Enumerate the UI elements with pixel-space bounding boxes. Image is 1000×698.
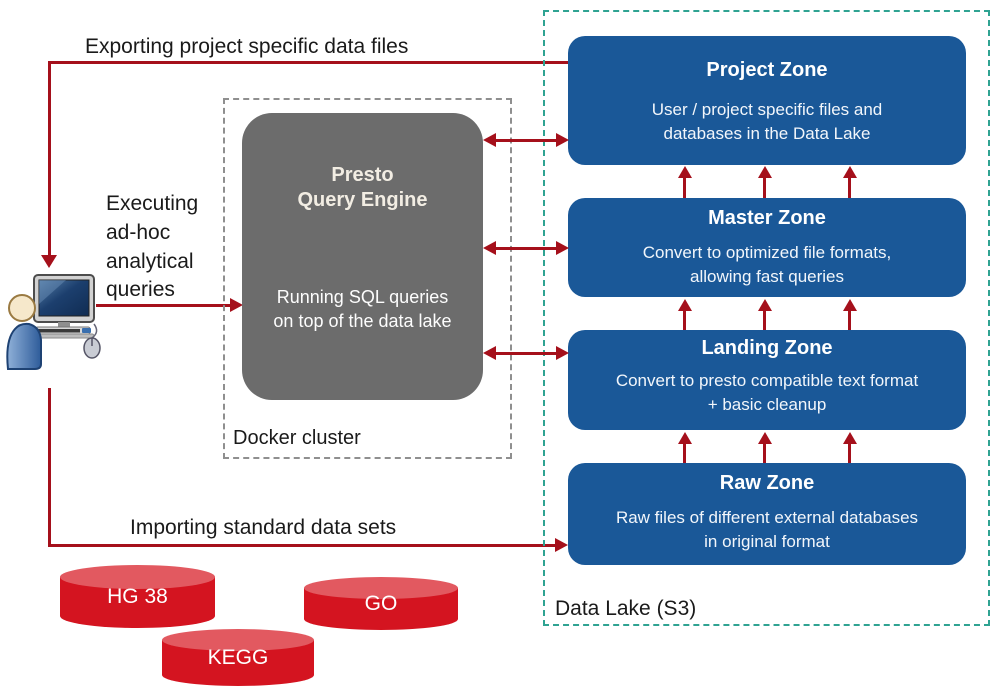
arrow-landing-to-master-3 [842,299,857,330]
arrow-raw-to-landing-3 [842,432,857,463]
importing-line-horizontal [48,544,556,547]
exporting-line-horizontal [48,61,570,64]
zone-project-description: User / project specific files and databa… [651,100,883,144]
exporting-line-vertical [48,61,51,255]
zone-master-description: Convert to optimized file formats, allow… [642,243,892,287]
zone-master: Master Zone Convert to optimized file fo… [568,198,966,297]
zone-master-title: Master Zone [708,207,826,229]
arrow-presto-project [483,132,569,148]
presto-title-line1: Presto [331,164,394,186]
presto-title-line2: Query Engine [297,189,428,211]
dataset-cylinder-go: GO [304,577,458,630]
user-at-computer-icon [4,274,104,372]
arrow-master-to-project-1 [677,166,692,198]
executing-arrowhead-right [230,298,243,312]
zone-raw-description: Raw files of different external database… [615,508,919,552]
zone-landing-description: Convert to presto compatible text format… [615,371,919,415]
docker-cluster-label: Docker cluster [233,427,361,449]
dataset-label: GO [364,592,398,615]
presto-query-engine-box: Presto Query Engine Running SQL queries … [242,113,483,400]
dataset-cylinder-kegg: KEGG [162,629,314,686]
database-cylinder-icon [162,629,314,686]
executing-label: Executing ad-hoc analytical queries [106,192,199,302]
arrow-raw-to-landing-1 [677,432,692,463]
dataset-label: KEGG [207,646,269,669]
zone-project: Project Zone User / project specific fil… [568,36,966,165]
presto-description: Running SQL queries on top of the data l… [242,285,483,334]
data-lake-label: Data Lake (S3) [555,597,697,620]
exporting-arrowhead-down [41,255,57,268]
database-cylinder-icon [304,577,458,630]
exporting-label: Exporting project specific data files [85,35,409,58]
zone-landing-title: Landing Zone [701,337,833,359]
dataset-label: HG 38 [107,585,168,608]
zone-raw: Raw Zone Raw files of different external… [568,463,966,565]
database-cylinder-icon [60,565,215,628]
presto-title: Presto Query Engine [242,163,483,213]
arrow-presto-landing [483,345,569,361]
executing-line [96,304,232,307]
dataset-cylinder-hg38: HG 38 [60,565,215,628]
importing-label: Importing standard data sets [130,516,397,539]
arrow-master-to-project-2 [757,166,772,198]
zone-raw-title: Raw Zone [719,472,815,494]
docker-cluster-container [223,98,512,459]
zone-landing: Landing Zone Convert to presto compatibl… [568,330,966,430]
arrow-landing-to-master-1 [677,299,692,330]
data-lake-container [543,10,990,626]
arrow-landing-to-master-2 [757,299,772,330]
arrow-master-to-project-3 [842,166,857,198]
presto-description-line2: on top of the data lake [273,311,452,332]
importing-arrowhead-right [555,538,568,552]
presto-description-line1: Running SQL queries [276,287,449,307]
importing-line-vertical [48,388,51,546]
zone-project-title: Project Zone [706,59,828,81]
arrow-raw-to-landing-2 [757,432,772,463]
arrow-presto-master [483,240,569,256]
